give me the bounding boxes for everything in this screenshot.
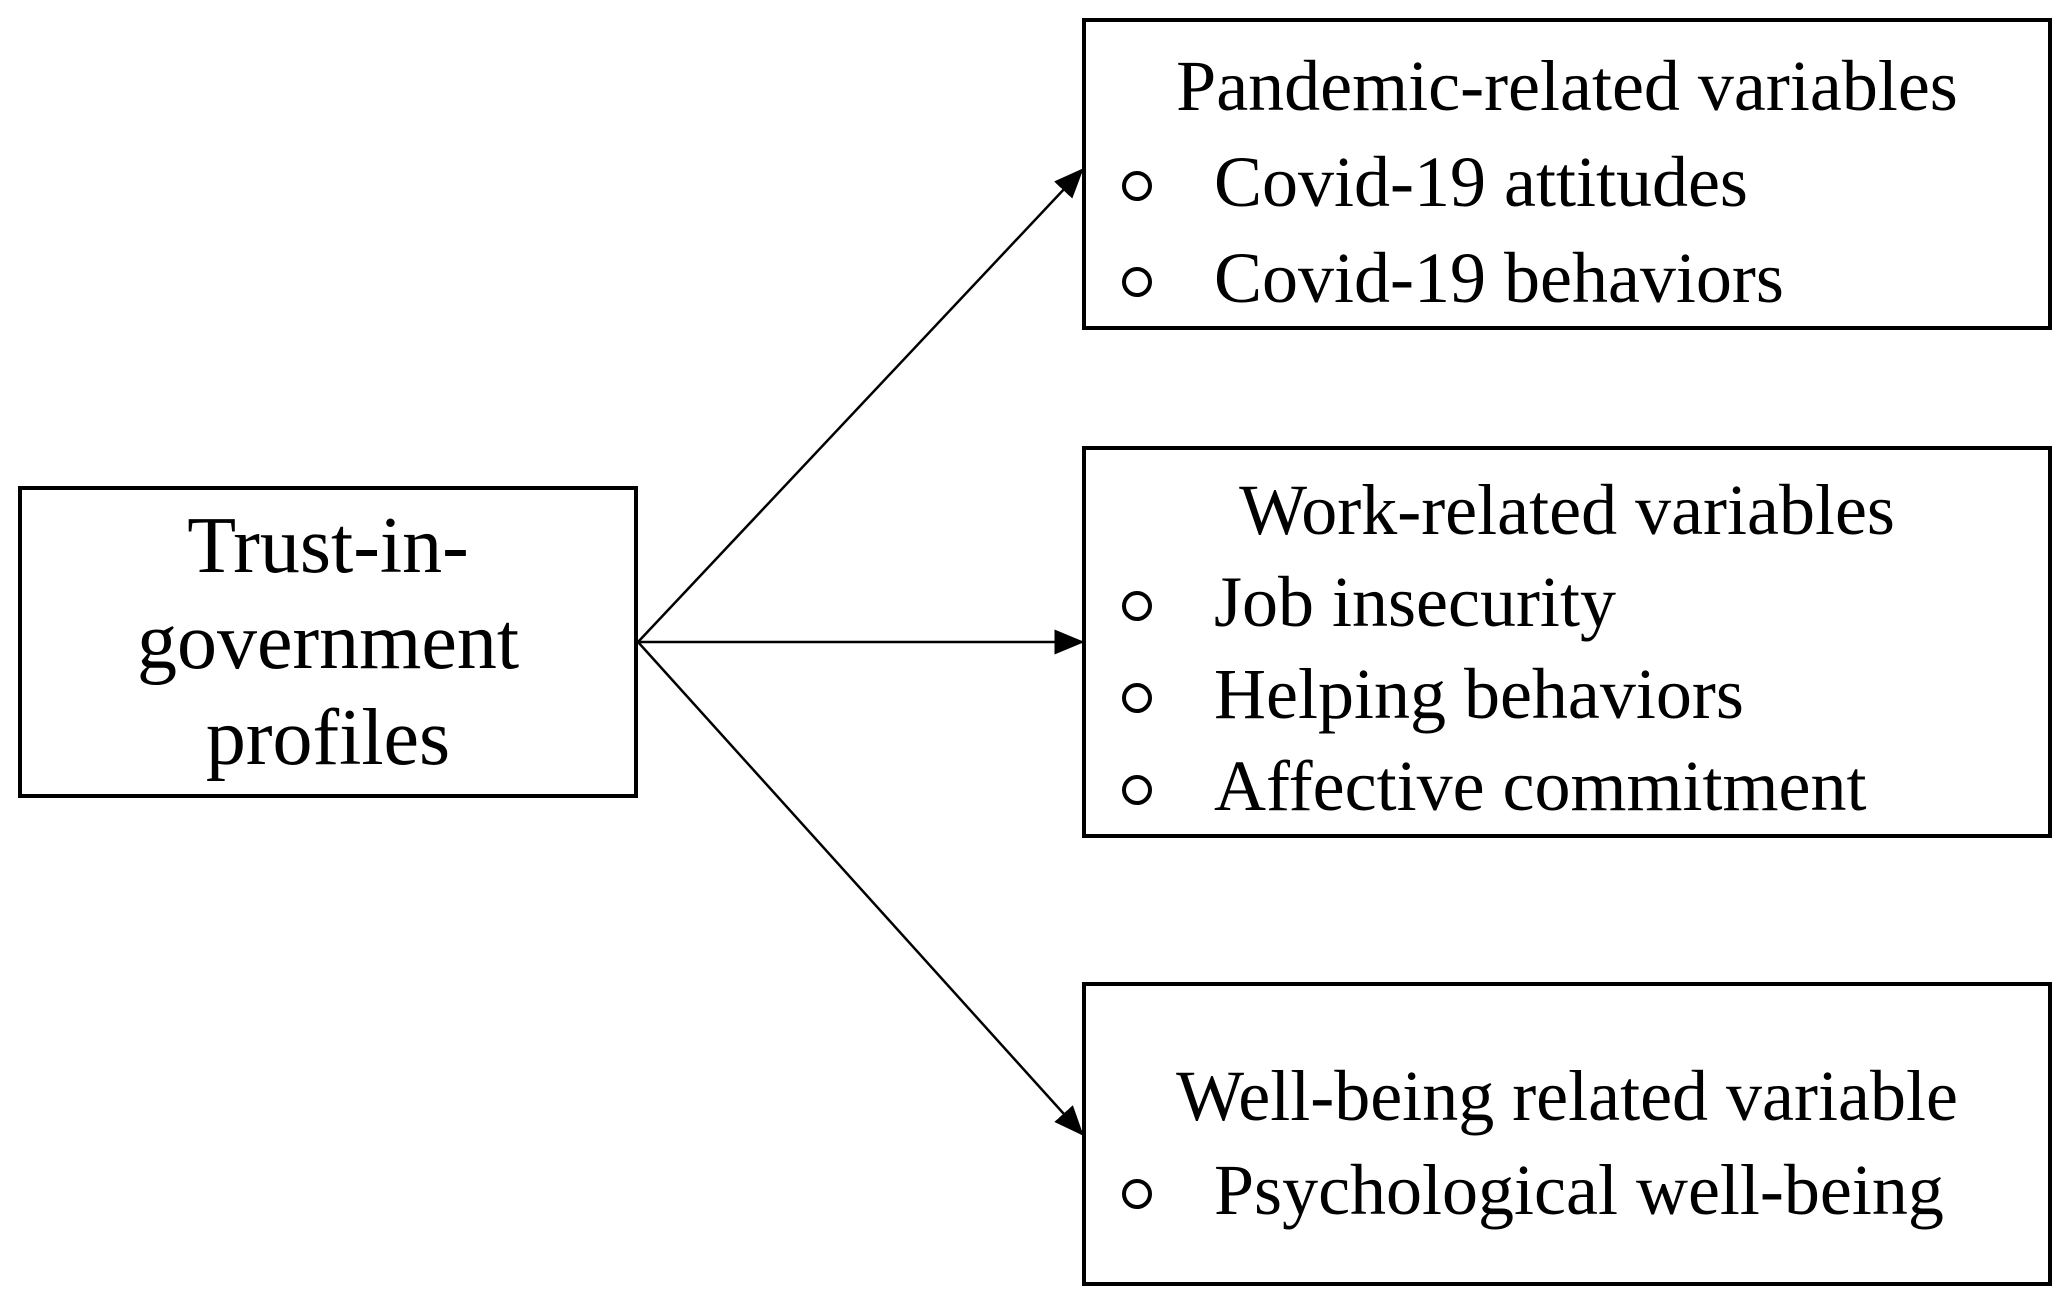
trust-in-government-box: Trust-in- government profiles [18,486,638,798]
item-label: Affective commitment [1214,746,1867,826]
list-item: Affective commitment [1122,746,1866,826]
list-item: Job insecurity [1122,562,1616,642]
item-label: Psychological well-being [1214,1150,1944,1230]
list-item: Covid-19 attitudes [1122,142,1748,222]
source-line: government [136,598,520,686]
list-item: Psychological well-being [1122,1150,1944,1230]
box-title: Pandemic-related variables [1176,46,1958,126]
wellbeing-variables-box: Well-being related variable Psychologica… [1082,982,2052,1286]
item-label: Helping behaviors [1214,654,1744,734]
item-label: Covid-19 attitudes [1214,142,1748,222]
circle-bullet-icon [1122,267,1152,297]
work-variables-box: Work-related variables Job insecurity He… [1082,446,2052,838]
item-label: Job insecurity [1214,562,1616,642]
list-item: Helping behaviors [1122,654,1744,734]
box-title: Work-related variables [1239,470,1895,550]
arrow-to-pandemic [637,168,1084,643]
box-title: Well-being related variable [1176,1056,1958,1136]
circle-bullet-icon [1122,1179,1152,1209]
item-label: Covid-19 behaviors [1214,238,1784,318]
pandemic-variables-box: Pandemic-related variables Covid-19 atti… [1082,18,2052,330]
source-line: Trust-in- [187,502,469,590]
circle-bullet-icon [1122,171,1152,201]
circle-bullet-icon [1122,591,1152,621]
source-line: profiles [205,694,451,782]
circle-bullet-icon [1122,683,1152,713]
arrow-to-wellbeing [637,641,1084,1136]
circle-bullet-icon [1122,775,1152,805]
list-item: Covid-19 behaviors [1122,238,1784,318]
